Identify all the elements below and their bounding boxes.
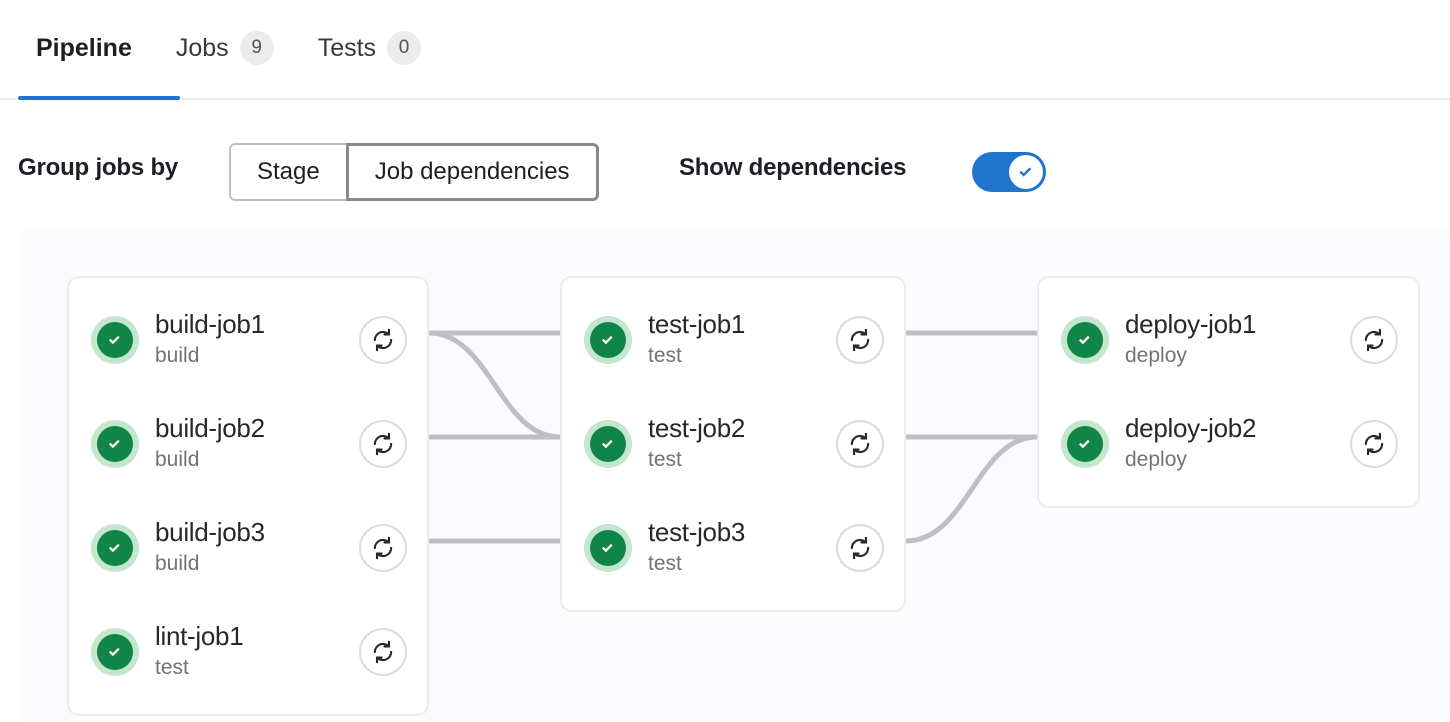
job-text: deploy-job2 deploy bbox=[1125, 414, 1350, 473]
tab-list: Pipeline Jobs 9 Tests 0 bbox=[18, 22, 443, 74]
group-by-stage-button[interactable]: Stage bbox=[229, 143, 346, 201]
check-icon bbox=[602, 439, 613, 449]
job-stage: deploy bbox=[1125, 344, 1187, 368]
status-success-icon bbox=[91, 420, 139, 468]
dependency-links bbox=[428, 330, 1038, 544]
job-text: test-job2 test bbox=[648, 414, 836, 473]
job-name: deploy-job1 bbox=[1125, 309, 1257, 340]
tab-tests[interactable]: Tests 0 bbox=[296, 22, 443, 74]
job-text: test-job1 test bbox=[648, 310, 836, 369]
job-name: lint-job1 bbox=[155, 621, 244, 652]
stage-column-build: build-job1 build build-job2 bu bbox=[67, 276, 429, 716]
job-lint-job1[interactable]: lint-job1 test bbox=[69, 600, 427, 704]
status-success-icon bbox=[91, 524, 139, 572]
pipeline-graph-canvas: build-job1 build build-job2 bu bbox=[20, 229, 1450, 722]
group-by-job-dependencies-button[interactable]: Job dependencies bbox=[345, 143, 599, 201]
link-build-job1-to-test-job2 bbox=[428, 330, 561, 440]
retry-icon[interactable] bbox=[836, 524, 884, 572]
job-deploy-job1[interactable]: deploy-job1 deploy bbox=[1039, 288, 1418, 392]
job-stage: test bbox=[648, 552, 682, 576]
check-icon bbox=[109, 647, 120, 657]
status-success-icon bbox=[91, 316, 139, 364]
group-by-stage-label: Stage bbox=[257, 158, 320, 185]
retry-icon[interactable] bbox=[359, 524, 407, 572]
check-icon bbox=[602, 335, 613, 345]
retry-icon[interactable] bbox=[1350, 420, 1398, 468]
toggle-knob bbox=[1009, 155, 1043, 189]
job-stage: test bbox=[155, 656, 189, 680]
job-test-job1[interactable]: test-job1 test bbox=[562, 288, 904, 392]
tab-jobs-badge: 9 bbox=[239, 31, 274, 65]
job-text: build-job1 build bbox=[155, 310, 359, 369]
job-build-job2[interactable]: build-job2 build bbox=[69, 392, 427, 496]
pipeline-tab-bar: Pipeline Jobs 9 Tests 0 bbox=[0, 0, 1450, 100]
status-success-icon bbox=[584, 524, 632, 572]
check-icon bbox=[1079, 439, 1090, 449]
tab-pipeline-label: Pipeline bbox=[36, 33, 132, 62]
job-test-job2[interactable]: test-job2 test bbox=[562, 392, 904, 496]
job-name: deploy-job2 bbox=[1125, 413, 1257, 444]
job-text: test-job3 test bbox=[648, 518, 836, 577]
job-test-job3[interactable]: test-job3 test bbox=[562, 496, 904, 600]
retry-icon[interactable] bbox=[359, 316, 407, 364]
check-icon bbox=[1079, 335, 1090, 345]
show-dependencies-label: Show dependencies bbox=[679, 154, 907, 181]
check-icon bbox=[109, 439, 120, 449]
job-build-job3[interactable]: build-job3 build bbox=[69, 496, 427, 600]
tab-jobs-label: Jobs bbox=[175, 33, 229, 62]
check-icon bbox=[109, 335, 120, 345]
stage-column-test: test-job1 test test-job2 test bbox=[560, 276, 906, 612]
status-success-icon bbox=[91, 628, 139, 676]
job-stage: test bbox=[648, 344, 682, 368]
check-icon bbox=[1019, 167, 1032, 177]
job-stage: deploy bbox=[1125, 448, 1187, 472]
link-test-job3-to-deploy-job2 bbox=[905, 434, 1038, 544]
job-name: build-job2 bbox=[155, 413, 265, 444]
tab-pipeline[interactable]: Pipeline bbox=[18, 22, 154, 74]
show-dependencies-toggle[interactable] bbox=[972, 152, 1046, 192]
retry-icon[interactable] bbox=[359, 420, 407, 468]
status-success-icon bbox=[584, 316, 632, 364]
group-jobs-by-label: Group jobs by bbox=[18, 154, 179, 181]
retry-icon[interactable] bbox=[836, 420, 884, 468]
status-success-icon bbox=[1061, 316, 1109, 364]
job-name: test-job3 bbox=[648, 517, 746, 548]
job-text: deploy-job1 deploy bbox=[1125, 310, 1350, 369]
status-success-icon bbox=[584, 420, 632, 468]
status-success-icon bbox=[1061, 420, 1109, 468]
job-name: test-job1 bbox=[648, 309, 746, 340]
job-text: build-job3 build bbox=[155, 518, 359, 577]
job-stage: test bbox=[648, 448, 682, 472]
tab-tests-label: Tests bbox=[317, 33, 377, 62]
job-deploy-job2[interactable]: deploy-job2 deploy bbox=[1039, 392, 1418, 496]
tab-tests-badge: 0 bbox=[387, 31, 422, 65]
retry-icon[interactable] bbox=[359, 628, 407, 676]
pipeline-controls: Group jobs by Stage Job dependencies Sho… bbox=[0, 140, 1450, 206]
job-name: build-job3 bbox=[155, 517, 265, 548]
check-icon bbox=[602, 543, 613, 553]
group-by-job-dependencies-label: Job dependencies bbox=[374, 158, 570, 185]
active-tab-indicator bbox=[18, 96, 180, 100]
check-icon bbox=[109, 543, 120, 553]
retry-icon[interactable] bbox=[1350, 316, 1398, 364]
job-stage: build bbox=[155, 552, 200, 576]
tab-jobs[interactable]: Jobs 9 bbox=[154, 22, 296, 74]
job-build-job1[interactable]: build-job1 build bbox=[69, 288, 427, 392]
job-text: lint-job1 test bbox=[155, 622, 359, 681]
job-stage: build bbox=[155, 448, 200, 472]
job-name: build-job1 bbox=[155, 309, 265, 340]
retry-icon[interactable] bbox=[836, 316, 884, 364]
job-text: build-job2 build bbox=[155, 414, 359, 473]
job-name: test-job2 bbox=[648, 413, 746, 444]
job-stage: build bbox=[155, 344, 200, 368]
stage-column-deploy: deploy-job1 deploy deploy-job2 bbox=[1037, 276, 1420, 508]
group-jobs-by-segmented-control[interactable]: Stage Job dependencies bbox=[229, 143, 599, 201]
